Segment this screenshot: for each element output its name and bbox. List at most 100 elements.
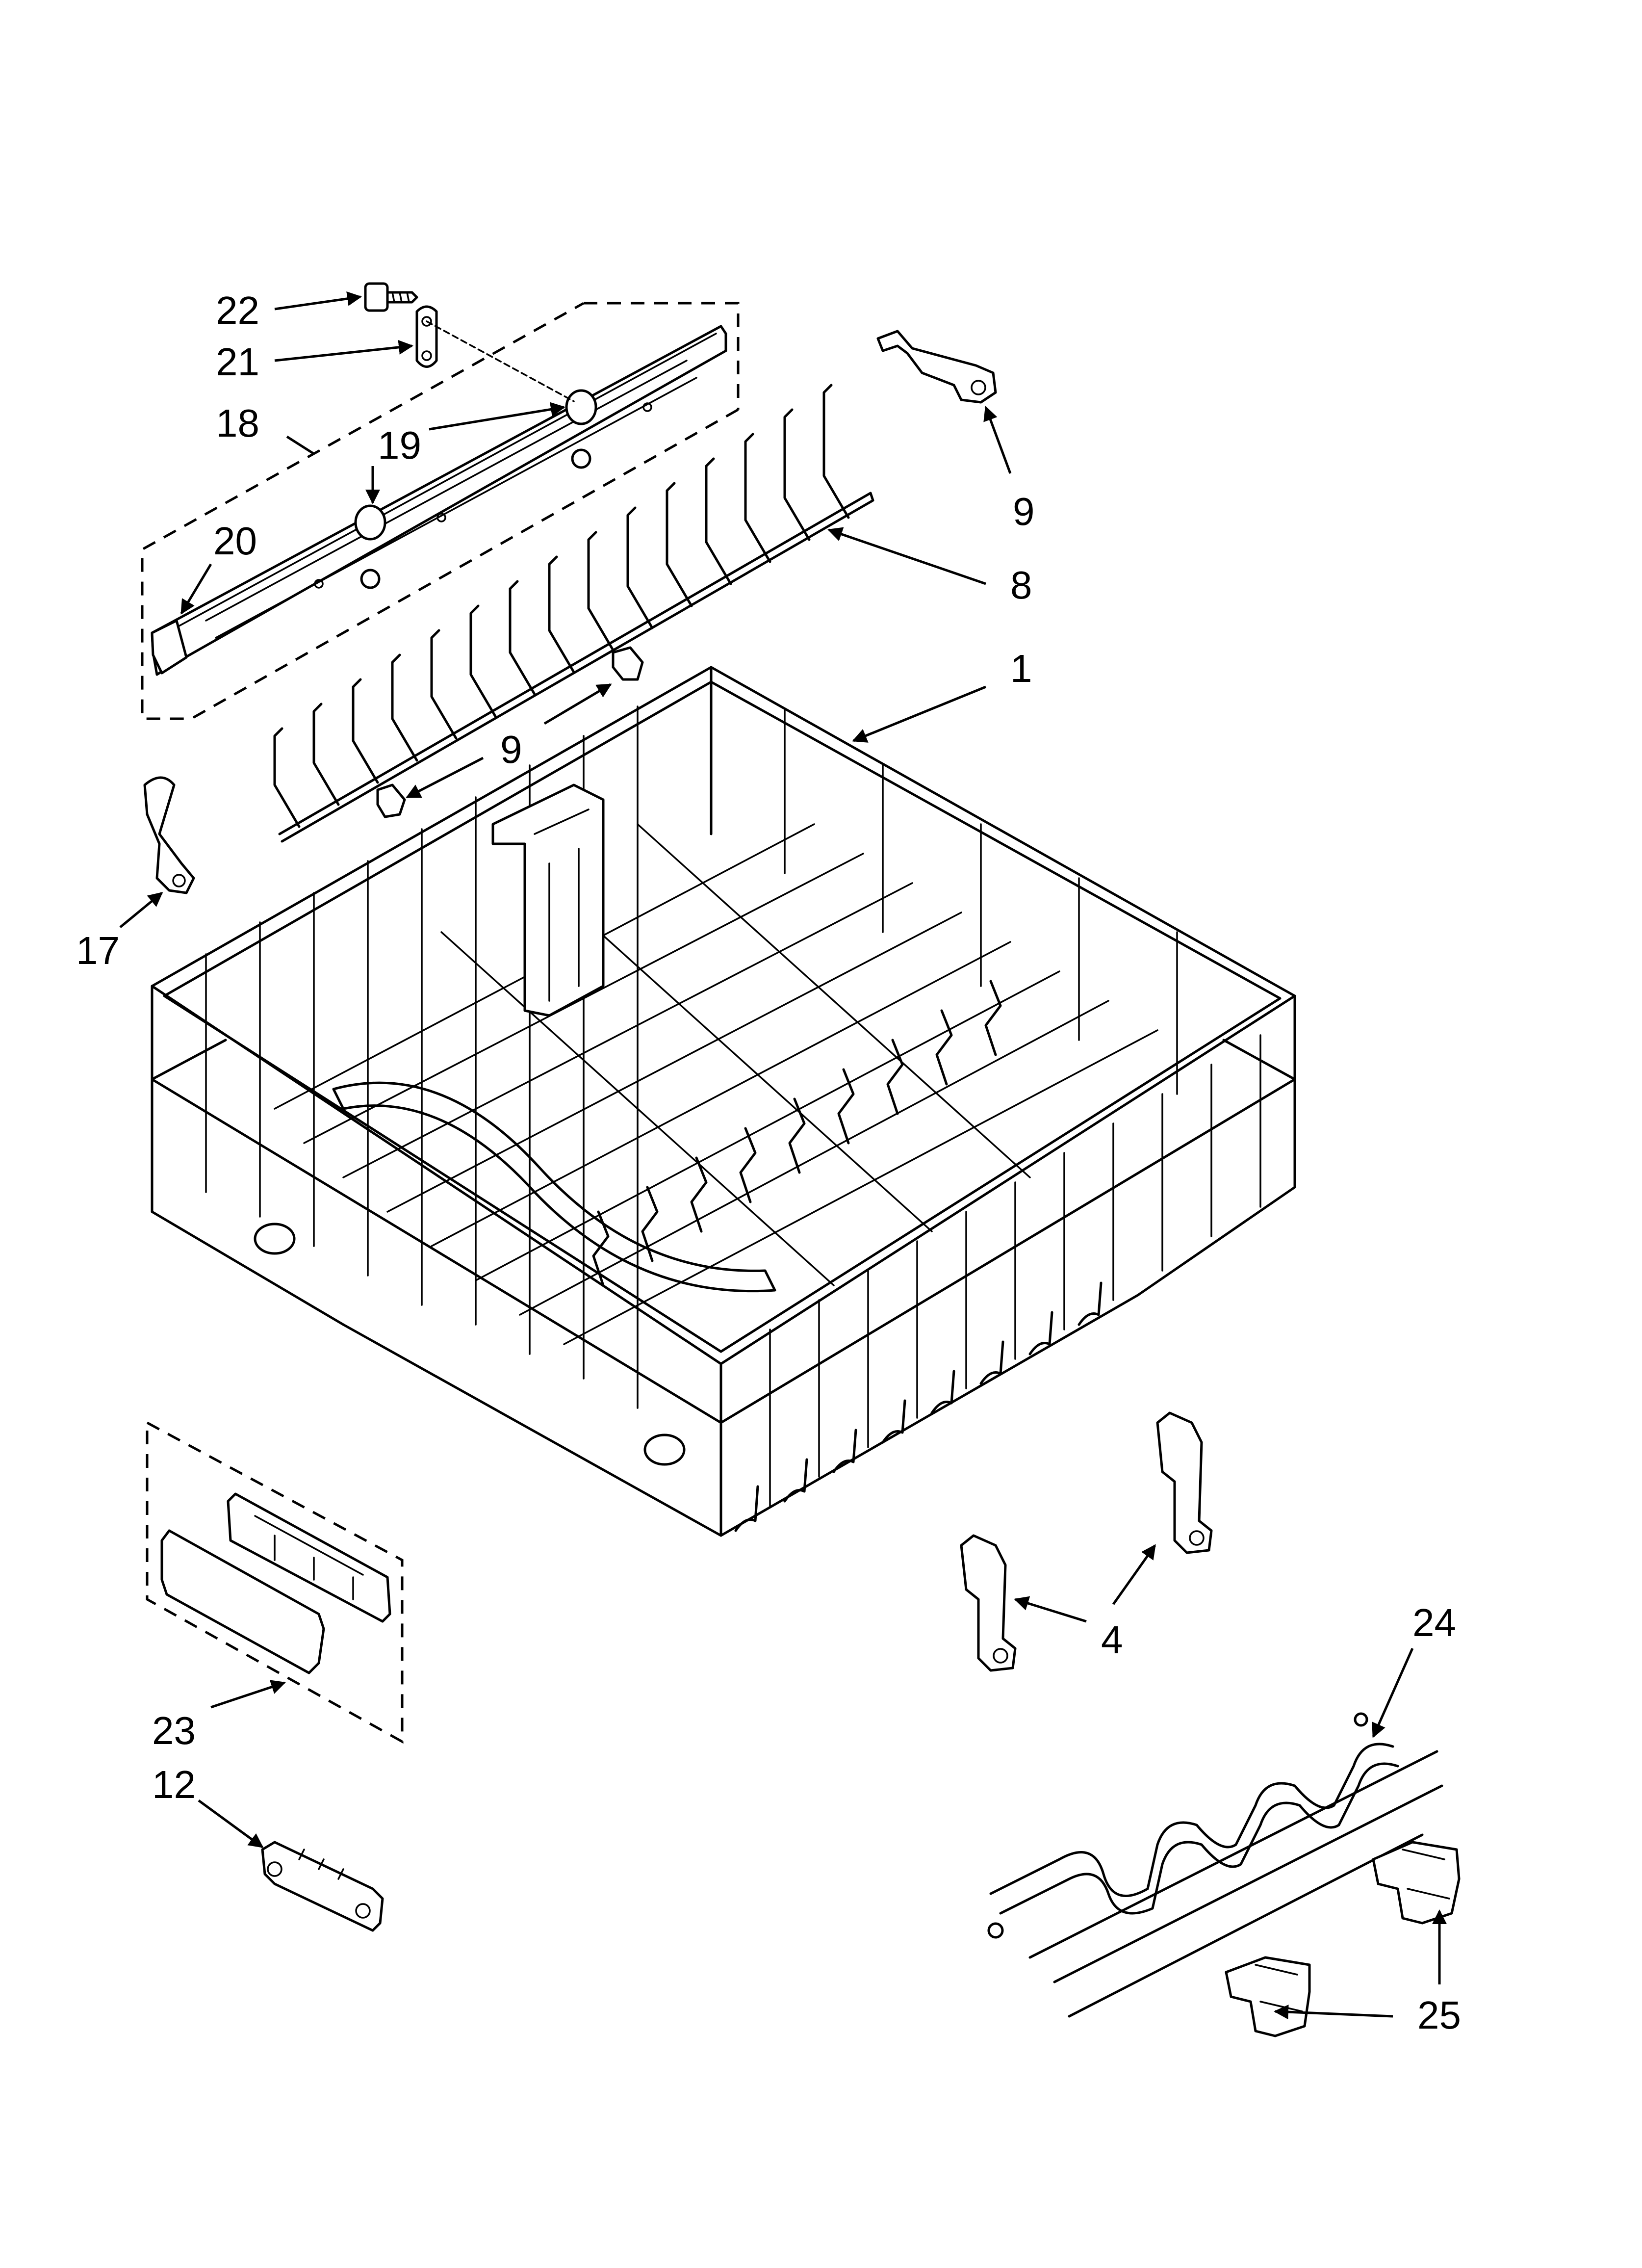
tine-14 bbox=[783, 408, 811, 541]
rack-wheel-front bbox=[643, 1434, 686, 1466]
rack-left-side-wires bbox=[205, 705, 639, 1409]
tine-row-base-rod bbox=[278, 492, 874, 843]
tine-row-8 bbox=[273, 384, 874, 843]
handle-bracket bbox=[227, 1492, 391, 1623]
part-4-clip-upper bbox=[1156, 1411, 1213, 1554]
callout-9-mid: 9 bbox=[500, 728, 522, 771]
assembly-leader-line bbox=[426, 320, 575, 402]
tine-2 bbox=[312, 703, 340, 806]
screw-22 bbox=[364, 282, 418, 312]
callout-1: 1 bbox=[1010, 647, 1032, 690]
tine-10 bbox=[626, 506, 654, 629]
rack-floor-cross-wires bbox=[440, 823, 1031, 1286]
rail-top-edge bbox=[161, 333, 717, 636]
tine-11 bbox=[666, 482, 693, 607]
arrow-9-mid-a bbox=[543, 683, 612, 725]
rack-bottom-rim bbox=[342, 1294, 1139, 1537]
arrow-4-upper bbox=[1112, 1544, 1156, 1605]
arrow-1 bbox=[852, 685, 986, 743]
part-12-bracket bbox=[261, 1841, 384, 1932]
part-24-wave bbox=[989, 1743, 1394, 1897]
part-24-end bbox=[987, 1922, 1004, 1939]
part-4-clip-lower bbox=[960, 1534, 1017, 1672]
handle-assembly-dashed-outline bbox=[146, 1420, 404, 1744]
rail-roller-a bbox=[571, 448, 591, 469]
callout-20: 20 bbox=[213, 519, 257, 563]
rail-assembly-dashed-outline bbox=[141, 302, 740, 720]
part-24-rod-front bbox=[1068, 1833, 1424, 2018]
arrow-9-top bbox=[983, 406, 1012, 474]
part-24-rod-back bbox=[1028, 1750, 1438, 1959]
arrow-24 bbox=[1372, 1647, 1414, 1738]
rack-back-wall-wires bbox=[784, 708, 1178, 1095]
leader-arrows bbox=[119, 291, 1447, 2020]
handle-cover bbox=[160, 1529, 325, 1674]
rail-groove bbox=[205, 360, 697, 639]
arrow-18 bbox=[286, 435, 315, 455]
tine-3 bbox=[352, 678, 379, 784]
arrow-19 bbox=[429, 402, 565, 431]
tine-12 bbox=[705, 457, 732, 585]
upper-rack-1 bbox=[151, 666, 1296, 1537]
part-24-top-end bbox=[1354, 1712, 1368, 1727]
arrow-22 bbox=[274, 291, 362, 311]
rack-inner-tines bbox=[592, 980, 1002, 1287]
callout-9-top: 9 bbox=[1013, 490, 1035, 533]
part-24-rod-mid bbox=[1053, 1784, 1443, 1983]
callout-23: 23 bbox=[152, 1709, 196, 1752]
arrow-4-lower bbox=[1014, 1596, 1087, 1623]
rail-stop-19 bbox=[565, 389, 597, 425]
callout-22: 22 bbox=[216, 288, 259, 332]
part-25-clip-left bbox=[1225, 1956, 1311, 2037]
handle-23 bbox=[160, 1492, 391, 1674]
tine-15 bbox=[822, 384, 850, 519]
callout-8: 8 bbox=[1010, 563, 1032, 607]
arrow-12 bbox=[198, 1799, 264, 1849]
part-24-wire-tine bbox=[987, 1712, 1443, 2018]
tine-7 bbox=[509, 580, 536, 696]
tine-5 bbox=[430, 629, 458, 740]
callout-25: 25 bbox=[1417, 1993, 1461, 2037]
part-25-clip-right bbox=[1372, 1841, 1461, 1925]
part-24-wave-inner bbox=[999, 1762, 1399, 1915]
rail-hole-3 bbox=[642, 402, 652, 412]
rack-right-side-wires bbox=[769, 1034, 1261, 1507]
tine-pivot-clip-lower bbox=[376, 783, 406, 818]
callout-18: 18 bbox=[216, 401, 259, 445]
pivot-clip-9-loose bbox=[876, 330, 997, 404]
tine-1 bbox=[273, 727, 301, 828]
callout-12: 12 bbox=[152, 1763, 196, 1806]
part-17-clip bbox=[143, 776, 195, 894]
tine-13 bbox=[744, 433, 771, 563]
rail-hole-1 bbox=[314, 579, 324, 589]
link-21 bbox=[415, 305, 438, 368]
callout-4: 4 bbox=[1101, 1618, 1123, 1662]
tine-9 bbox=[587, 531, 615, 652]
rack-back-bracket bbox=[491, 783, 605, 1017]
rack-post-right bbox=[1136, 994, 1296, 1297]
rack-back-bracket-detail bbox=[534, 808, 590, 1002]
callout-21: 21 bbox=[216, 340, 259, 384]
tine-6 bbox=[469, 604, 497, 718]
arrow-17 bbox=[119, 892, 163, 928]
callout-24: 24 bbox=[1412, 1601, 1456, 1644]
arrow-25-left bbox=[1274, 2005, 1393, 2020]
rack-bottom-loops bbox=[734, 1281, 1103, 1532]
rack-wheel-left bbox=[254, 1223, 296, 1255]
tine-8 bbox=[548, 555, 575, 674]
arrow-9-mid-b bbox=[406, 756, 484, 799]
arrow-20 bbox=[180, 563, 212, 615]
rail-stop-20 bbox=[354, 504, 386, 541]
handle-bracket-slots bbox=[254, 1515, 364, 1600]
rack-cup-shelf-bar bbox=[332, 1081, 776, 1293]
arrow-8 bbox=[827, 527, 986, 585]
arrow-23 bbox=[210, 1680, 286, 1709]
callout-labels: 22 21 18 19 20 9 8 1 9 17 4 24 23 12 25 bbox=[76, 288, 1461, 2037]
rack-post-front-left bbox=[151, 985, 345, 1326]
rail-assembly-group bbox=[141, 302, 740, 720]
tine-4 bbox=[391, 653, 418, 762]
callout-19: 19 bbox=[378, 423, 421, 467]
callout-17: 17 bbox=[76, 929, 120, 972]
arrow-21 bbox=[274, 339, 413, 362]
